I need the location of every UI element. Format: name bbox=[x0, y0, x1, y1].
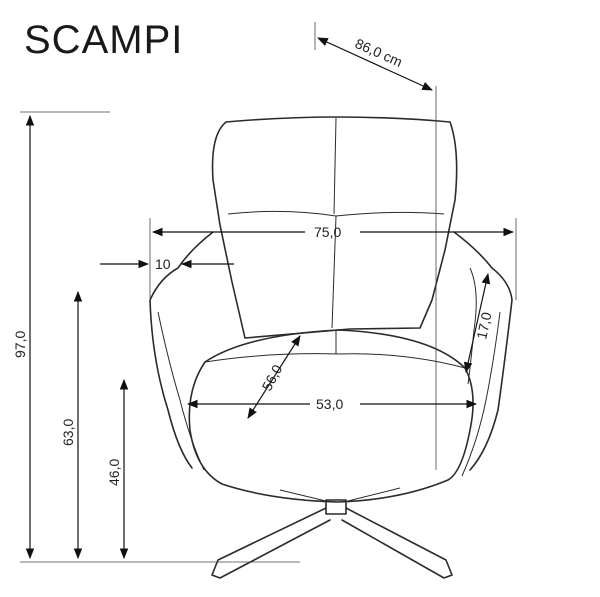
dim-depth-line bbox=[317, 37, 433, 91]
dim-seat-height-label: 46,0 bbox=[106, 459, 122, 486]
dim-total-height-label: 97,0 bbox=[12, 331, 28, 358]
backrest-outline bbox=[211, 116, 458, 339]
dim-offset-label: 10 bbox=[155, 256, 171, 272]
backrest-seam bbox=[333, 117, 337, 215]
right-arm-inner bbox=[461, 311, 501, 477]
leg-front-left bbox=[211, 507, 331, 579]
dim-armrest-line bbox=[463, 272, 491, 374]
base-hub bbox=[325, 499, 347, 515]
seat-front-seam bbox=[204, 353, 466, 369]
dim-arm-height-label: 63,0 bbox=[60, 419, 76, 446]
dim-armrest-label: 17,0 bbox=[473, 310, 494, 340]
seat-cushion bbox=[188, 329, 474, 503]
dim-seat-depth-label: 56,0 bbox=[259, 362, 286, 394]
right-arm-outline bbox=[453, 231, 513, 471]
leg-front-right bbox=[341, 507, 453, 579]
backrest-cushion-seam bbox=[227, 210, 445, 217]
left-arm-inner bbox=[157, 311, 205, 471]
leg-back-right bbox=[343, 487, 401, 503]
leg-back-left bbox=[279, 489, 331, 503]
backrest-lower-seam bbox=[331, 215, 337, 329]
dim-width-label: 75,0 bbox=[314, 224, 341, 240]
dim-seat-width-label: 53,0 bbox=[316, 396, 343, 412]
product-title: SCAMPI bbox=[24, 18, 184, 62]
dim-depth-label: 86,0 cm bbox=[353, 35, 405, 70]
